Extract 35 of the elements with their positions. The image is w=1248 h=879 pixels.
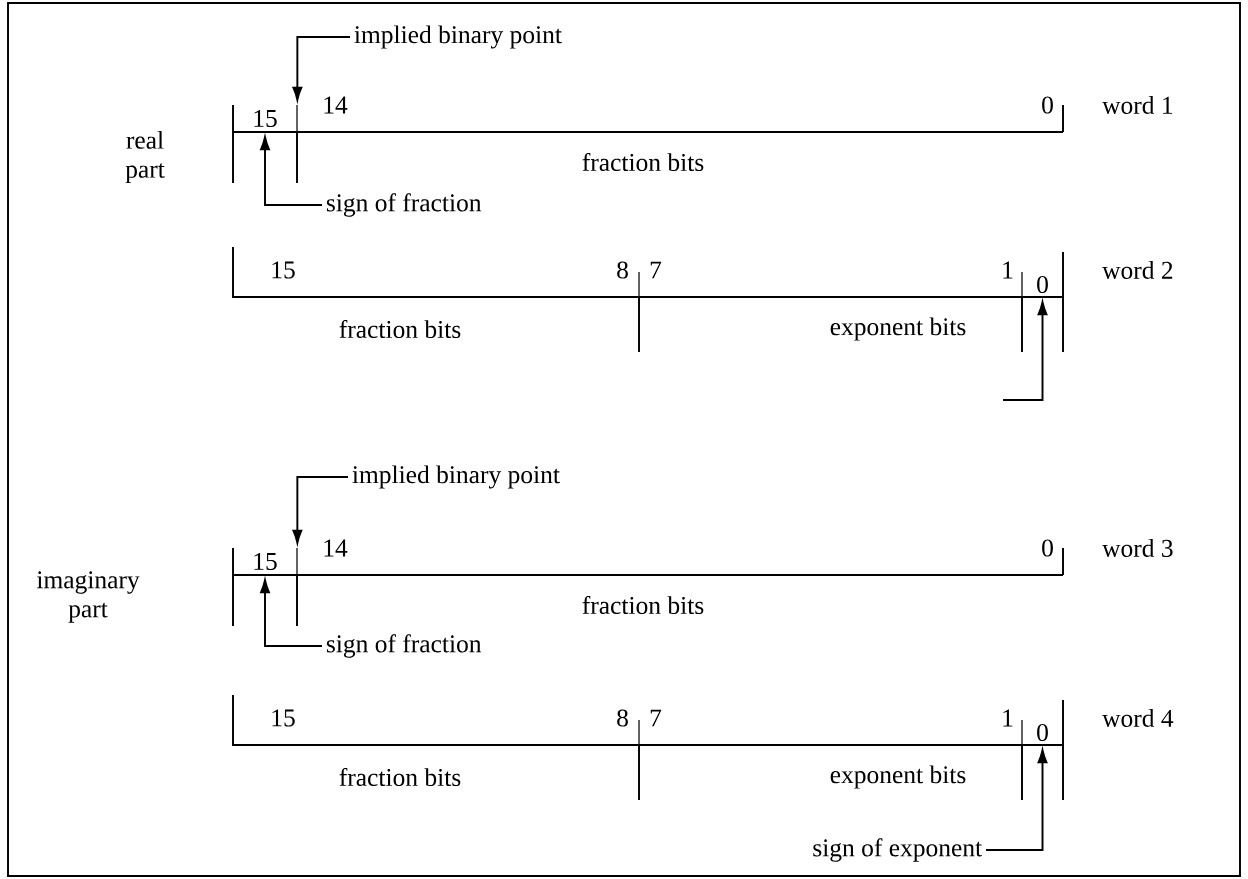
part-name: imaginary part	[36, 571, 140, 623]
field-name: fraction bits	[582, 152, 704, 172]
bit-number: 0	[1037, 723, 1048, 742]
field-name: exponent bits	[830, 765, 966, 789]
bit-number: 15	[254, 109, 277, 127]
word-label: word 2	[1102, 261, 1173, 279]
bit-number: 7	[650, 709, 662, 727]
callout-text: implied binary point	[352, 465, 560, 489]
callout-text: sign of exponent	[813, 838, 982, 862]
field-name: fraction bits	[339, 767, 461, 787]
bit-number: 8	[617, 261, 628, 279]
bit-number: 15	[272, 261, 295, 279]
bit-number: 7	[650, 261, 662, 279]
leader-arrow	[260, 136, 323, 206]
bit-number: 14	[324, 539, 348, 557]
word-label: word 3	[1102, 539, 1173, 557]
bit-number: 1	[1003, 261, 1013, 279]
part-name: real part	[125, 130, 165, 184]
bit-number: 0	[1037, 275, 1048, 294]
field-name: fraction bits	[339, 319, 461, 339]
field-name: fraction bits	[582, 595, 704, 615]
bit-number: 8	[617, 709, 628, 727]
callout-text: sign of fraction	[326, 193, 482, 217]
bit-number: 1	[1003, 709, 1013, 727]
callout-text: implied binary point	[354, 25, 562, 49]
word-label: word 4	[1102, 709, 1174, 727]
bit-number: 14	[324, 96, 348, 114]
bit-number: 15	[272, 709, 295, 727]
bit-number: 0	[1042, 539, 1053, 557]
word-label: word 1	[1102, 96, 1173, 114]
leader-arrow	[260, 579, 323, 647]
bit-number: 15	[254, 552, 277, 570]
field-name: exponent bits	[830, 317, 966, 341]
bit-number: 0	[1042, 96, 1053, 114]
callout-text: sign of fraction	[326, 634, 482, 658]
